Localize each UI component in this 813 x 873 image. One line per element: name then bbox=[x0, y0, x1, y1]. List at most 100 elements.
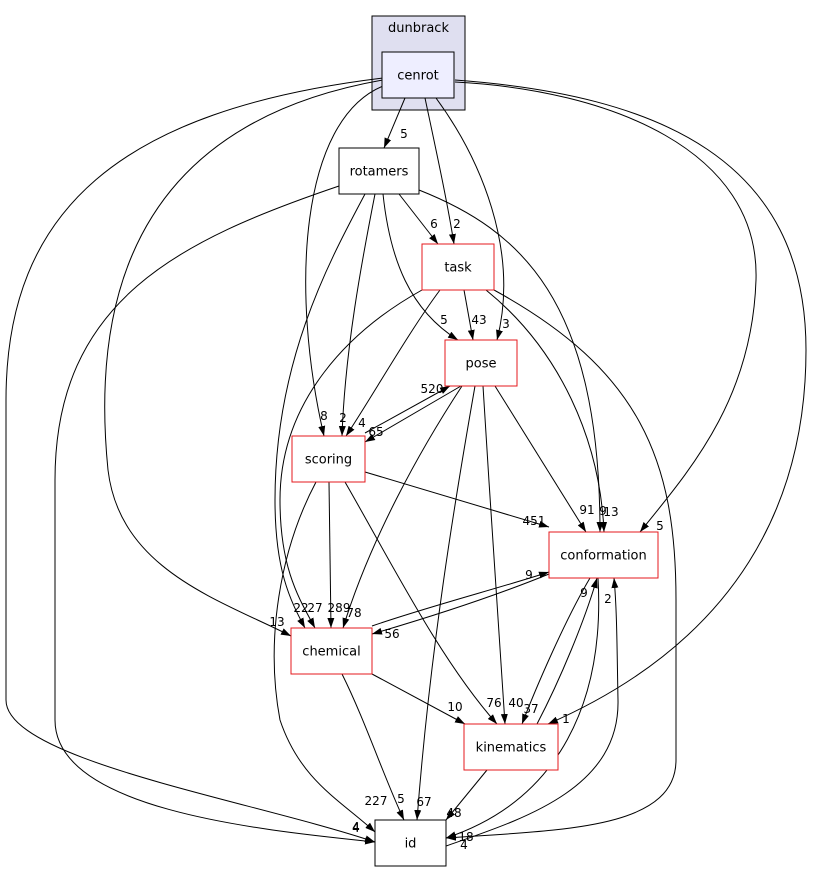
node-box[interactable] bbox=[444, 339, 518, 387]
edge-count-label[interactable]: 9 bbox=[599, 504, 607, 518]
node-label[interactable]: conformation bbox=[560, 549, 647, 564]
edge-chemical-to-kinematics: 10 bbox=[371, 673, 466, 725]
edge-line bbox=[371, 573, 550, 635]
edge-count-label[interactable]: 9 bbox=[580, 586, 588, 600]
edge-task-to-pose: 43 bbox=[463, 289, 487, 341]
node-label[interactable]: cenrot bbox=[397, 69, 439, 84]
edge-rotamers-to-scoring: 2 bbox=[338, 193, 376, 437]
edge-count-label[interactable]: 37 bbox=[523, 702, 538, 716]
edge-scoring-to-pose: 520 bbox=[364, 382, 451, 434]
node-box[interactable] bbox=[421, 243, 495, 291]
edge-cenrot-to-conformation: 5 bbox=[454, 81, 757, 533]
edge-line bbox=[398, 193, 439, 245]
edge-line bbox=[364, 385, 462, 443]
edge-count-label[interactable]: 27 bbox=[307, 601, 322, 615]
edge-count-label[interactable]: 56 bbox=[384, 627, 399, 641]
edge-line bbox=[454, 79, 807, 725]
edges: 5238513146529224434132718659178406752045… bbox=[5, 77, 807, 852]
edge-count-label[interactable]: 13 bbox=[269, 615, 284, 629]
edge-count-label[interactable]: 4 bbox=[358, 416, 366, 430]
edge-line bbox=[414, 385, 476, 821]
edge-scoring-to-conformation: 451 bbox=[364, 471, 550, 528]
node-box[interactable] bbox=[291, 435, 366, 483]
node-box[interactable] bbox=[338, 147, 420, 195]
node-label[interactable]: kinematics bbox=[476, 741, 547, 756]
edge-chemical-to-conformation: 9 bbox=[371, 568, 550, 627]
edge-task-to-conformation: 13 bbox=[485, 289, 619, 533]
edge-pose-to-conformation: 91 bbox=[494, 385, 595, 533]
edge-count-label[interactable]: 10 bbox=[447, 700, 462, 714]
edge-task-to-scoring: 4 bbox=[345, 289, 441, 437]
node-label[interactable]: pose bbox=[466, 357, 497, 372]
edge-count-label[interactable]: 5 bbox=[397, 792, 405, 806]
node-box[interactable] bbox=[548, 531, 659, 579]
edge-cenrot-to-id: 4 bbox=[5, 77, 384, 843]
node-label[interactable]: scoring bbox=[305, 453, 352, 468]
node-box[interactable] bbox=[381, 51, 455, 99]
edge-count-label[interactable]: 67 bbox=[416, 795, 431, 809]
edge-count-label[interactable]: 4 bbox=[460, 838, 468, 852]
edge-id-to-conformation: 2 bbox=[445, 577, 619, 847]
edge-count-label[interactable]: 289 bbox=[328, 601, 351, 615]
node-chemical[interactable]: chemical bbox=[290, 627, 373, 675]
edge-count-label[interactable]: 6 bbox=[430, 217, 438, 231]
node-label[interactable]: task bbox=[444, 261, 472, 276]
node-label[interactable]: id bbox=[405, 837, 417, 852]
node-box[interactable] bbox=[463, 723, 559, 771]
edge-pose-to-kinematics: 40 bbox=[482, 385, 524, 725]
node-id[interactable]: id bbox=[374, 819, 447, 867]
node-task[interactable]: task bbox=[421, 243, 495, 291]
edge-count-label[interactable]: 5 bbox=[440, 313, 448, 327]
edge-rotamers-to-task: 6 bbox=[398, 193, 439, 245]
edge-count-label[interactable]: 48 bbox=[446, 806, 461, 820]
edge-count-label[interactable]: 9 bbox=[525, 568, 533, 582]
edge-line bbox=[445, 577, 619, 847]
edge-count-label[interactable]: 4 bbox=[352, 821, 360, 835]
edge-line bbox=[418, 189, 604, 533]
edge-scoring-to-id: 227 bbox=[273, 481, 388, 833]
edge-conformation-to-id: 4 bbox=[445, 577, 600, 852]
edge-count-label[interactable]: 451 bbox=[523, 514, 546, 528]
edge-cenrot-to-rotamers: 5 bbox=[383, 97, 408, 149]
edge-count-label[interactable]: 2 bbox=[339, 411, 347, 425]
edge-count-label[interactable]: 5 bbox=[400, 127, 408, 141]
edge-count-label[interactable]: 3 bbox=[502, 317, 510, 331]
edge-count-label[interactable]: 2 bbox=[453, 217, 461, 231]
edge-count-label[interactable]: 91 bbox=[579, 503, 594, 517]
edge-line bbox=[274, 193, 366, 629]
edge-line bbox=[54, 185, 376, 845]
edge-line bbox=[338, 193, 376, 437]
node-cenrot[interactable]: cenrot bbox=[381, 51, 455, 99]
edge-line bbox=[279, 289, 423, 629]
edge-count-label[interactable]: 8 bbox=[320, 409, 328, 423]
edge-count-label[interactable]: 520 bbox=[421, 382, 444, 396]
edge-count-label[interactable]: 78 bbox=[346, 606, 361, 620]
edge-count-label[interactable]: 76 bbox=[486, 696, 501, 710]
edge-line bbox=[445, 769, 488, 821]
edge-line bbox=[342, 385, 463, 629]
node-kinematics[interactable]: kinematics bbox=[463, 723, 559, 771]
node-box[interactable] bbox=[290, 627, 373, 675]
edge-count-label[interactable]: 2 bbox=[604, 592, 612, 606]
edge-count-label[interactable]: 22 bbox=[293, 601, 308, 615]
edge-count-label[interactable]: 1 bbox=[562, 712, 570, 726]
node-box[interactable] bbox=[374, 819, 447, 867]
edge-line bbox=[273, 481, 376, 833]
cluster-dunbrack-label: dunbrack bbox=[388, 21, 449, 36]
node-label[interactable]: chemical bbox=[302, 645, 360, 660]
edge-count-label[interactable]: 5 bbox=[656, 519, 664, 533]
node-label[interactable]: rotamers bbox=[350, 165, 409, 180]
node-conformation[interactable]: conformation bbox=[548, 531, 659, 579]
edge-count-label[interactable]: 13 bbox=[603, 505, 618, 519]
node-rotamers[interactable]: rotamers bbox=[338, 147, 420, 195]
edge-line bbox=[445, 289, 677, 841]
edge-line bbox=[383, 97, 406, 149]
edge-count-label[interactable]: 4 bbox=[352, 820, 360, 834]
edge-count-label[interactable]: 227 bbox=[365, 794, 388, 808]
edge-rotamers-to-chemical: 22 bbox=[274, 193, 366, 629]
node-scoring[interactable]: scoring bbox=[291, 435, 366, 483]
edge-count-label[interactable]: 43 bbox=[471, 313, 486, 327]
node-pose[interactable]: pose bbox=[444, 339, 518, 387]
edge-count-label[interactable]: 40 bbox=[508, 696, 523, 710]
